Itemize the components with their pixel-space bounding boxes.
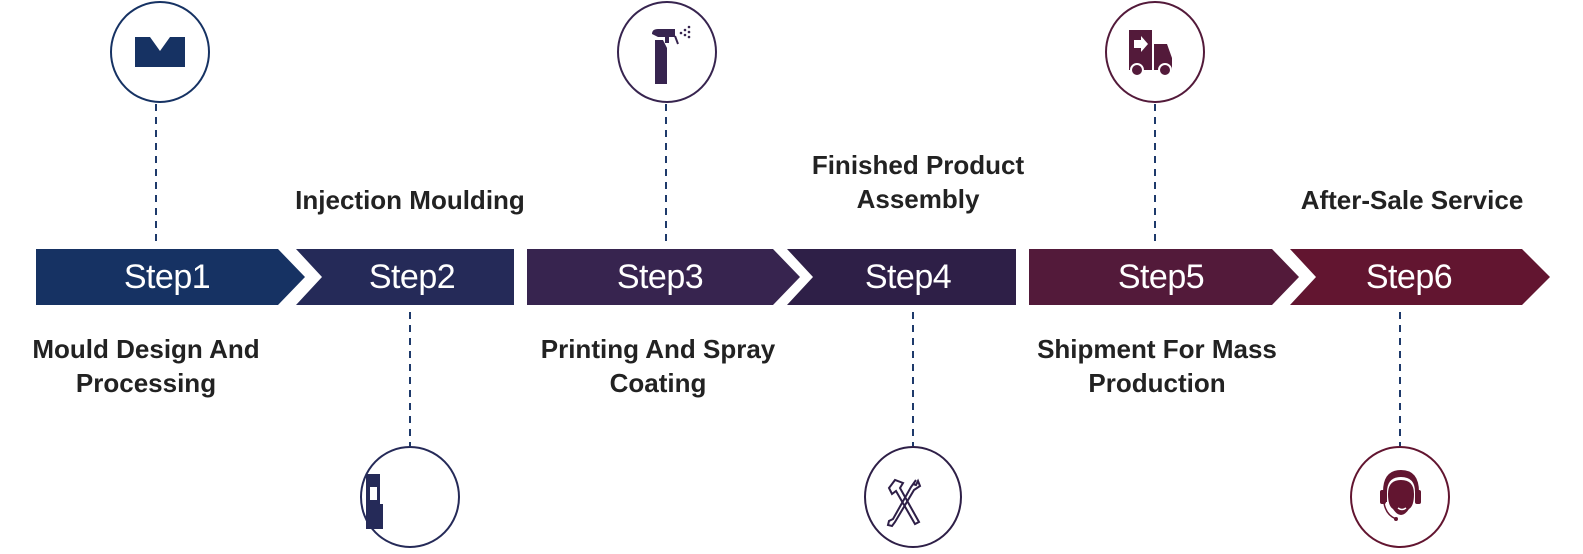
tools-icon <box>886 478 922 528</box>
step4-label: Step4 <box>864 258 952 296</box>
step2-icon-circle <box>360 446 460 548</box>
step6-description: After-Sale Service <box>1300 185 1524 215</box>
injection-machine-icon <box>366 474 383 529</box>
step5-description: Shipment For Mass Production <box>1037 334 1277 398</box>
step4-arrow <box>787 249 1016 305</box>
step5-arrow <box>1029 249 1299 305</box>
step1-description: Mould Design And Processing <box>32 334 260 398</box>
customer-service-headset-icon <box>1380 470 1421 521</box>
step4-icon-circle <box>864 446 962 548</box>
step6-label: Step6 <box>1365 258 1453 296</box>
step5-label: Step5 <box>1117 258 1205 296</box>
step3-label: Step3 <box>616 258 704 296</box>
step2-label: Step2 <box>368 258 456 296</box>
step3-description: Printing And Spray Coating <box>540 334 776 398</box>
step6-arrow <box>1290 249 1550 305</box>
step1-label: Step1 <box>123 258 211 296</box>
step2-description: Injection Moulding <box>295 185 525 215</box>
delivery-truck-icon <box>1129 30 1172 77</box>
step4-description: Finished Product Assembly <box>811 150 1025 214</box>
step2-arrow <box>296 249 514 305</box>
spray-bottle-icon <box>652 25 691 84</box>
step3-arrow <box>527 249 800 305</box>
mould-icon <box>135 37 185 67</box>
step1-arrow <box>36 249 305 305</box>
